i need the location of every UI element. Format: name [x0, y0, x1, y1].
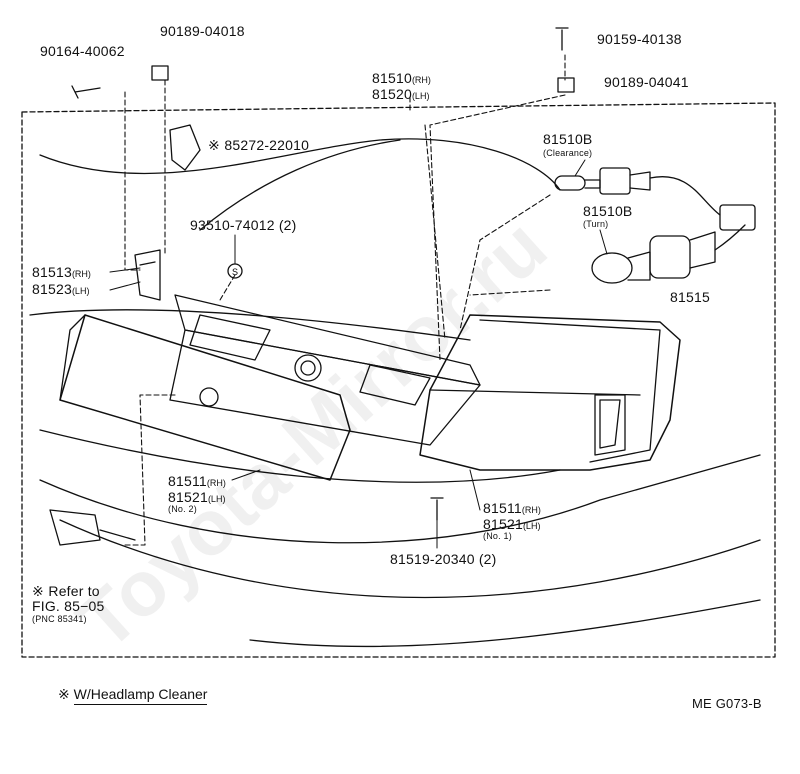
label-81511-rh-b: 81511(RH): [483, 500, 541, 516]
bolt-90164: [71, 85, 101, 99]
turn-bulb: [591, 231, 716, 284]
label-93510-74012: 93510-74012 (2): [190, 217, 297, 233]
hood-curve: [199, 139, 401, 231]
wire-harness: [649, 176, 756, 251]
refer-fig: FIG. 85−05: [32, 598, 105, 614]
label-81510-rh: 81510(RH): [372, 70, 431, 86]
label-81510b-clearance: 81510B: [543, 131, 593, 147]
label-no2: (No. 2): [168, 504, 197, 514]
label-81510b-turn: 81510B: [583, 203, 633, 219]
label-90189-04018: 90189-04018: [160, 23, 245, 39]
body-line-6: [249, 599, 761, 648]
grille-upper: [174, 294, 481, 386]
bracket-85272: [169, 124, 201, 171]
label-81521-lh-a: 81521(LH): [168, 489, 226, 505]
label-90159-40138: 90159-40138: [597, 31, 682, 47]
grille-body: [169, 329, 481, 446]
label-85272-22010: ※ 85272-22010: [208, 137, 310, 153]
emblem: [294, 354, 322, 382]
footnote-mark: ※: [58, 686, 70, 702]
grille-slot-2: [359, 364, 431, 406]
body-line-3: [39, 429, 561, 483]
label-90164-40062: 90164-40062: [40, 43, 125, 59]
lamp-lens: [419, 314, 681, 471]
body-line-2: [29, 309, 471, 341]
label-81523-lh: 81523(LH): [32, 281, 90, 297]
body-line-1: [39, 138, 561, 191]
clip-90189-04018: [151, 65, 169, 81]
grille-slot-1: [189, 314, 271, 361]
label-81519-20340: 81519-20340 (2): [390, 551, 497, 567]
label-90189-04041: 90189-04041: [604, 74, 689, 90]
label-no1: (No. 1): [483, 531, 512, 541]
body-line-4: [39, 454, 761, 544]
label-81515: 81515: [670, 289, 710, 305]
label-clearance-note: (Clearance): [543, 148, 593, 158]
assembly-frame: [21, 102, 776, 658]
label-81521-lh-b: 81521(LH): [483, 516, 541, 532]
panel-hole: [199, 387, 219, 407]
refer-note: ※ Refer to: [32, 583, 100, 599]
figure-code: ME G073-B: [692, 696, 762, 711]
clearance-bulb: [554, 167, 651, 195]
clip-90189-04041: [557, 77, 575, 93]
screw-90159: [555, 27, 569, 51]
bracket-81513: [134, 249, 161, 301]
label-81511-rh-a: 81511(RH): [168, 473, 226, 489]
body-line-5: [59, 519, 761, 599]
label-81513-rh: 81513(RH): [32, 264, 91, 280]
lamp-reflector: [594, 394, 626, 456]
s-symbol: S: [232, 267, 238, 277]
footnote-text: W/Headlamp Cleaner: [73, 686, 208, 705]
refer-pnc: (PNC 85341): [32, 614, 87, 624]
footnote: ※ W/Headlamp Cleaner: [58, 686, 208, 705]
label-turn-note: (Turn): [583, 219, 609, 229]
screw-81519: [430, 497, 444, 521]
label-81520-lh: 81520(LH): [372, 86, 430, 102]
front-panel: [59, 314, 351, 481]
cleaner-nozzle: [49, 509, 101, 546]
